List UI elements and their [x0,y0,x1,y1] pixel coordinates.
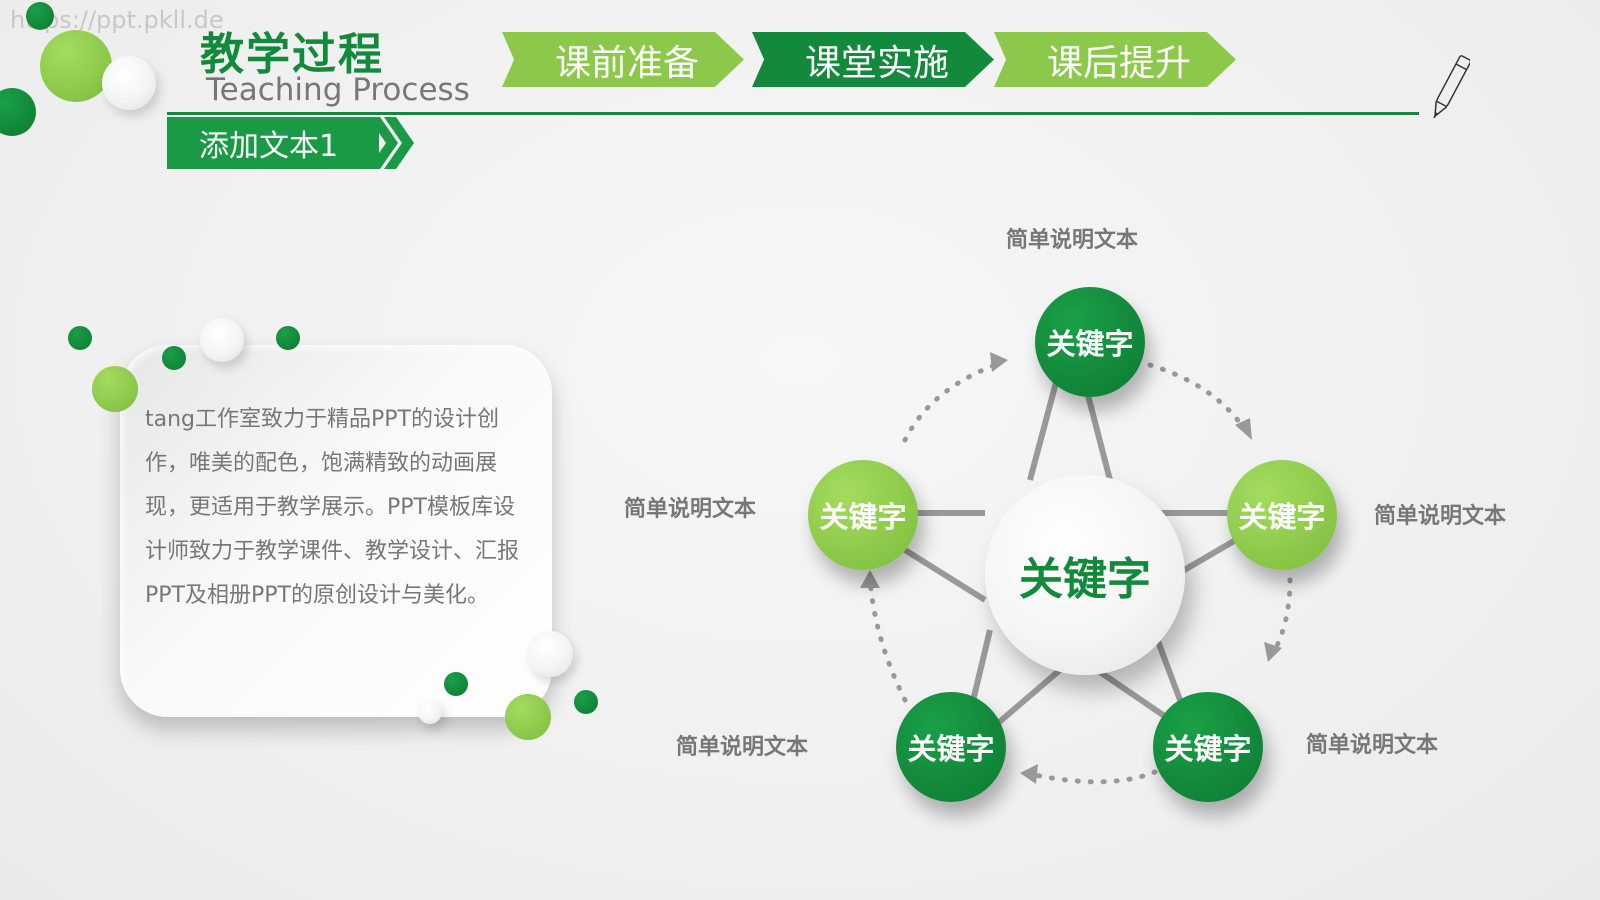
page-subtitle: Teaching Process [206,72,470,108]
step-post-class[interactable]: 课后提升 [994,32,1236,87]
info-card-text: tang工作室致力于精品PPT的设计创作，唯美的配色，饱满精致的动画展现，更适用… [145,407,520,608]
step-label: 课前准备 [554,42,699,84]
keyword-label: 关键字 [1164,732,1252,766]
keyword-node-bottom-left[interactable]: 关键字 [896,692,1006,802]
keyword-label: 关键字 [1046,327,1134,361]
decor-circle [418,700,442,724]
decor-circle [505,694,551,740]
header-divider [167,112,1419,115]
center-keyword-label: 关键字 [1019,554,1151,605]
node-description-top: 简单说明文本 [1006,228,1139,253]
node-description-right: 简单说明文本 [1374,504,1507,529]
node-description-bottom-right: 简单说明文本 [1306,733,1439,758]
keyword-label: 关键字 [907,732,995,766]
node-description-bottom-left: 简单说明文本 [676,735,809,760]
keyword-label: 关键字 [819,500,907,534]
page-title: 教学过程 [200,29,384,80]
keyword-label: 关键字 [1238,500,1326,534]
decor-circle [68,326,92,350]
decor-circle [527,631,573,677]
pencil-icon [1433,55,1470,119]
decor-circle [102,56,156,110]
keyword-node-top[interactable]: 关键字 [1035,287,1145,397]
keyword-node-right[interactable]: 关键字 [1227,460,1337,570]
info-card [120,345,552,717]
step-label: 课堂实施 [804,42,949,84]
decor-circle [26,2,54,30]
decor-circle [276,326,300,350]
decor-circle [40,30,112,102]
decor-circle [444,672,468,696]
step-in-class[interactable]: 课堂实施 [752,32,994,87]
decor-circle [200,318,244,362]
decor-circle [574,690,598,714]
node-description-left: 简单说明文本 [624,497,757,522]
center-keyword-node[interactable]: 关键字 [985,475,1185,675]
keyword-node-bottom-right[interactable]: 关键字 [1153,692,1263,802]
section-banner: 添加文本1 [167,117,379,169]
step-pre-class[interactable]: 课前准备 [502,32,744,87]
decor-circle [162,346,186,370]
section-label: 添加文本1 [199,129,339,164]
step-label: 课后提升 [1046,42,1191,84]
decor-circle [92,366,138,412]
keyword-node-left[interactable]: 关键字 [808,460,918,570]
